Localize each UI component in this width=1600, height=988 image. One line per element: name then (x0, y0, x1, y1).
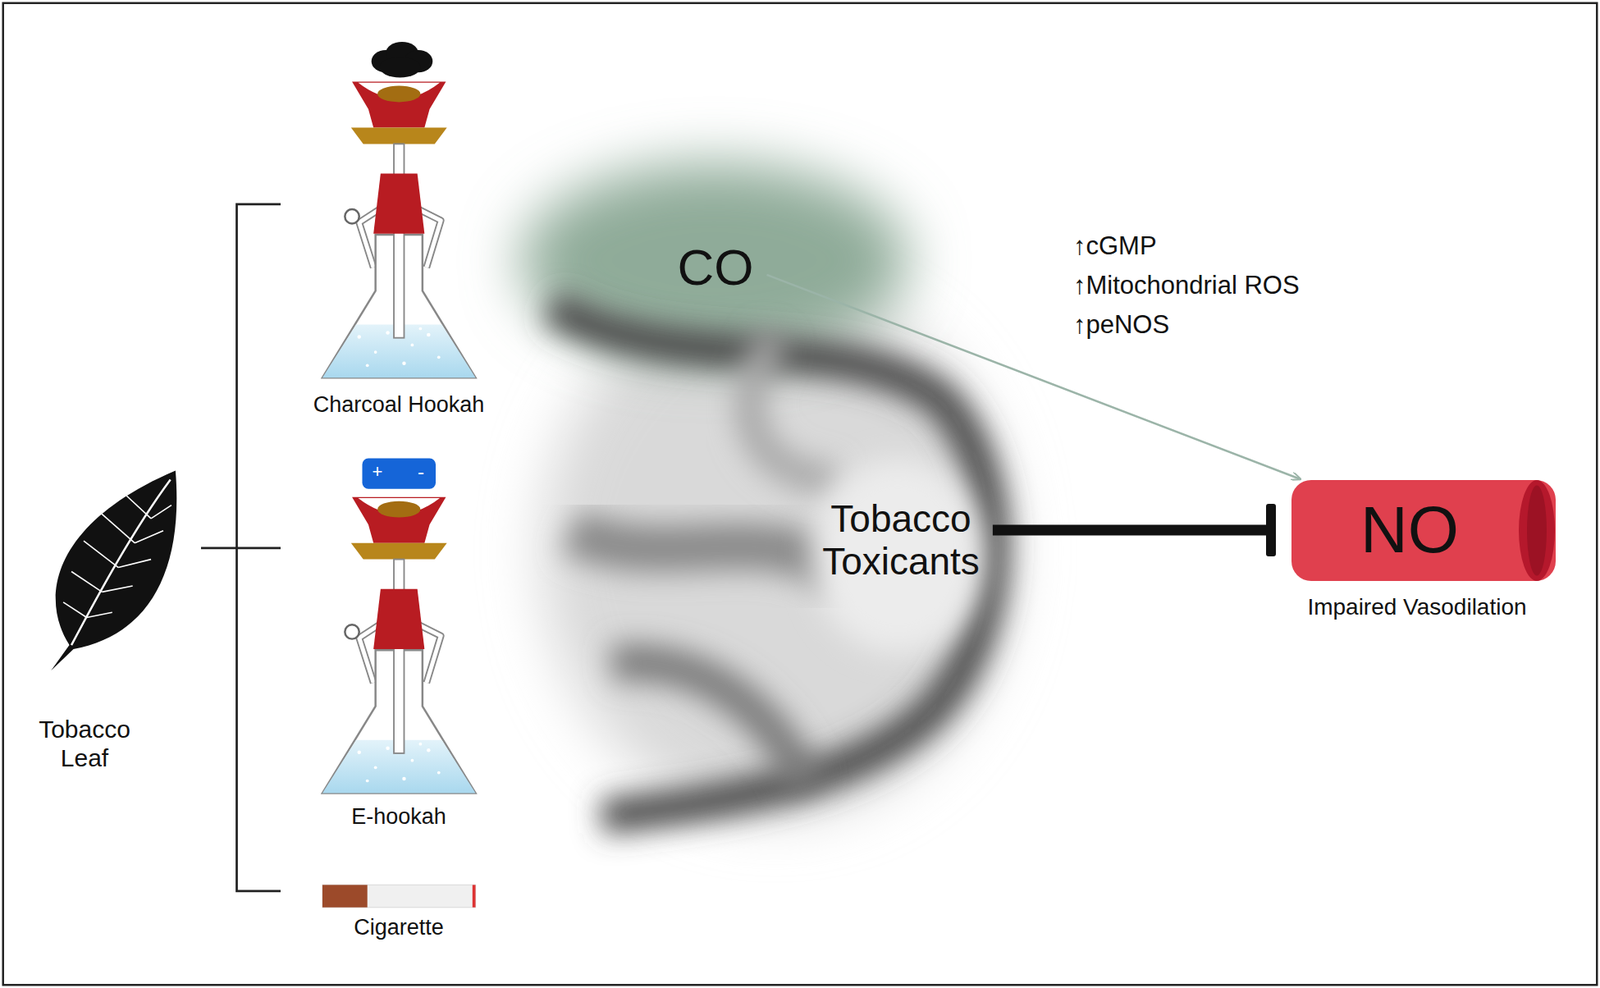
charcoal-hookah (322, 41, 476, 378)
bracket (201, 204, 281, 892)
smoke-region: CO (664, 230, 768, 304)
cigarette (322, 884, 476, 907)
inhibition-line (992, 503, 1276, 557)
effect-arrow (767, 274, 1302, 480)
device-label: Cigarette (353, 914, 444, 941)
node-caption: Impaired Vasodilation (1275, 594, 1559, 620)
effect-label: ↑peNOS (1073, 310, 1170, 340)
device-label: Charcoal Hookah (313, 392, 485, 418)
effect-label: ↑cGMP (1073, 231, 1157, 261)
effect-label: ↑Mitochondrial ROS (1073, 270, 1300, 301)
leaf-label: Tobacco Leaf (38, 715, 131, 773)
battery-sign: - (417, 460, 425, 484)
smoke-cloud (520, 163, 1011, 817)
vessel-cylinder: NO Impaired Vasodilation (1275, 479, 1559, 627)
node-title: Tobacco Toxicants (822, 498, 980, 583)
node-title: CO (677, 238, 755, 296)
battery-sign: + (372, 461, 384, 482)
device-label: E-hookah (351, 804, 447, 830)
node-title: NO (1290, 489, 1529, 572)
e-hookah (322, 457, 476, 793)
smoke-region: Tobacco Toxicants (809, 489, 993, 591)
tobacco-leaf (50, 470, 177, 671)
